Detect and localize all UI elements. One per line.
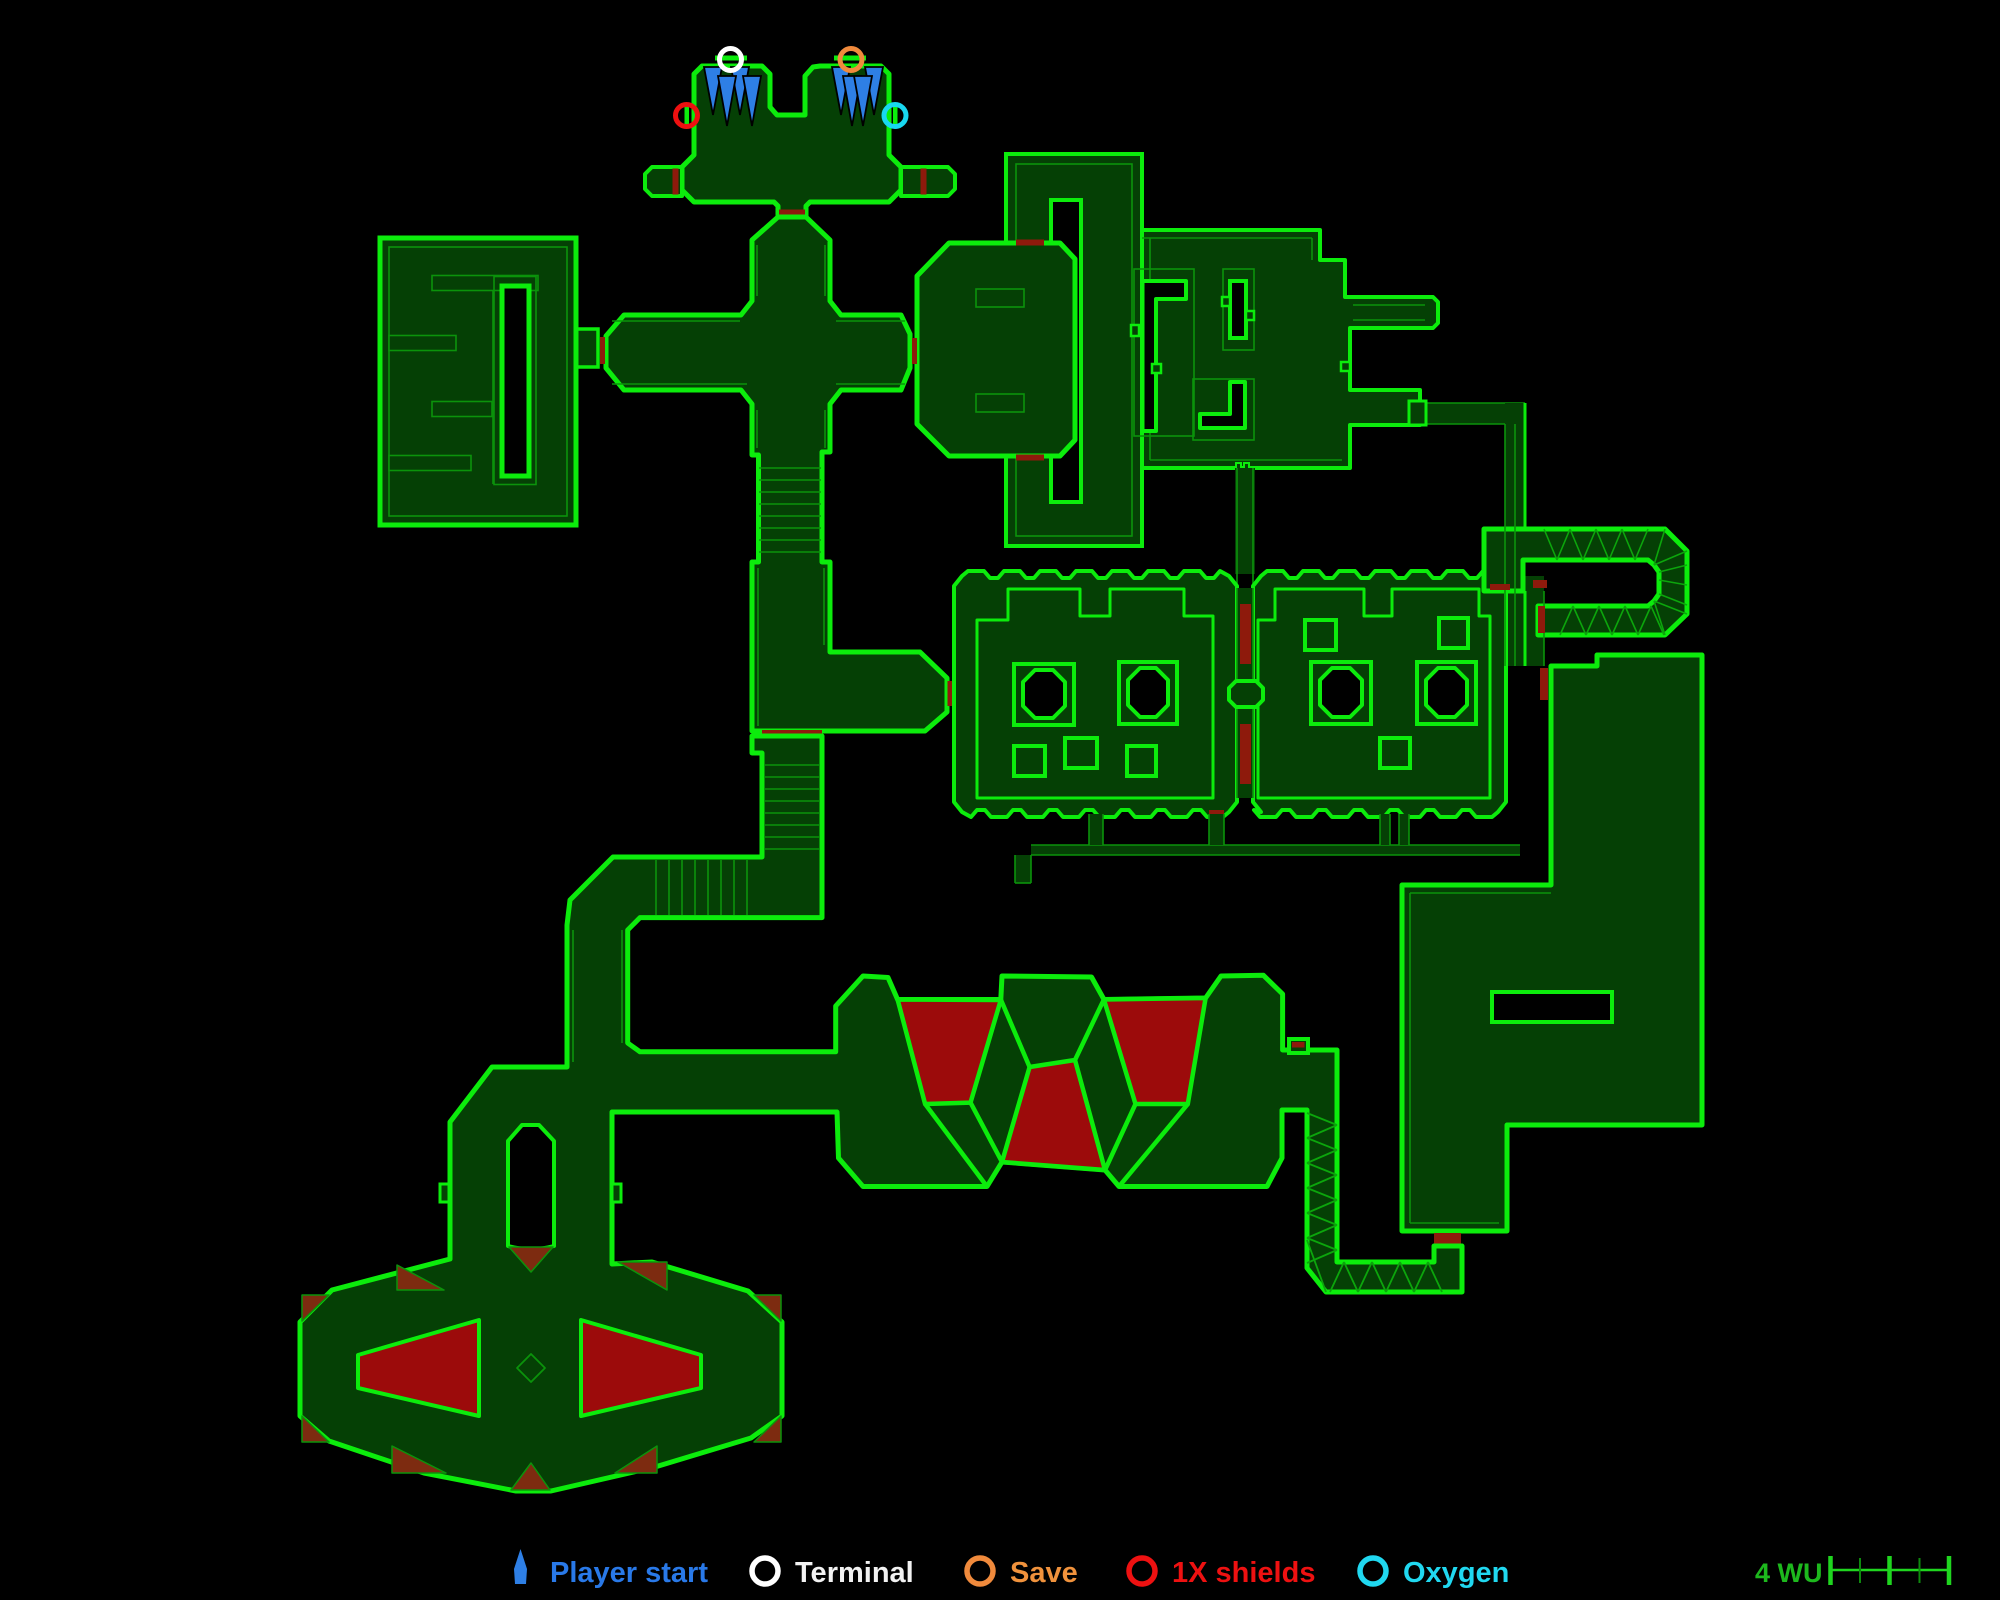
svg-text:Oxygen: Oxygen: [1403, 1557, 1509, 1589]
svg-text:Terminal: Terminal: [795, 1557, 914, 1589]
svg-text:Save: Save: [1010, 1557, 1078, 1589]
svg-text:4 WU: 4 WU: [1755, 1558, 1823, 1588]
svg-text:Player start: Player start: [550, 1557, 708, 1589]
svg-text:1X shields: 1X shields: [1172, 1557, 1315, 1589]
